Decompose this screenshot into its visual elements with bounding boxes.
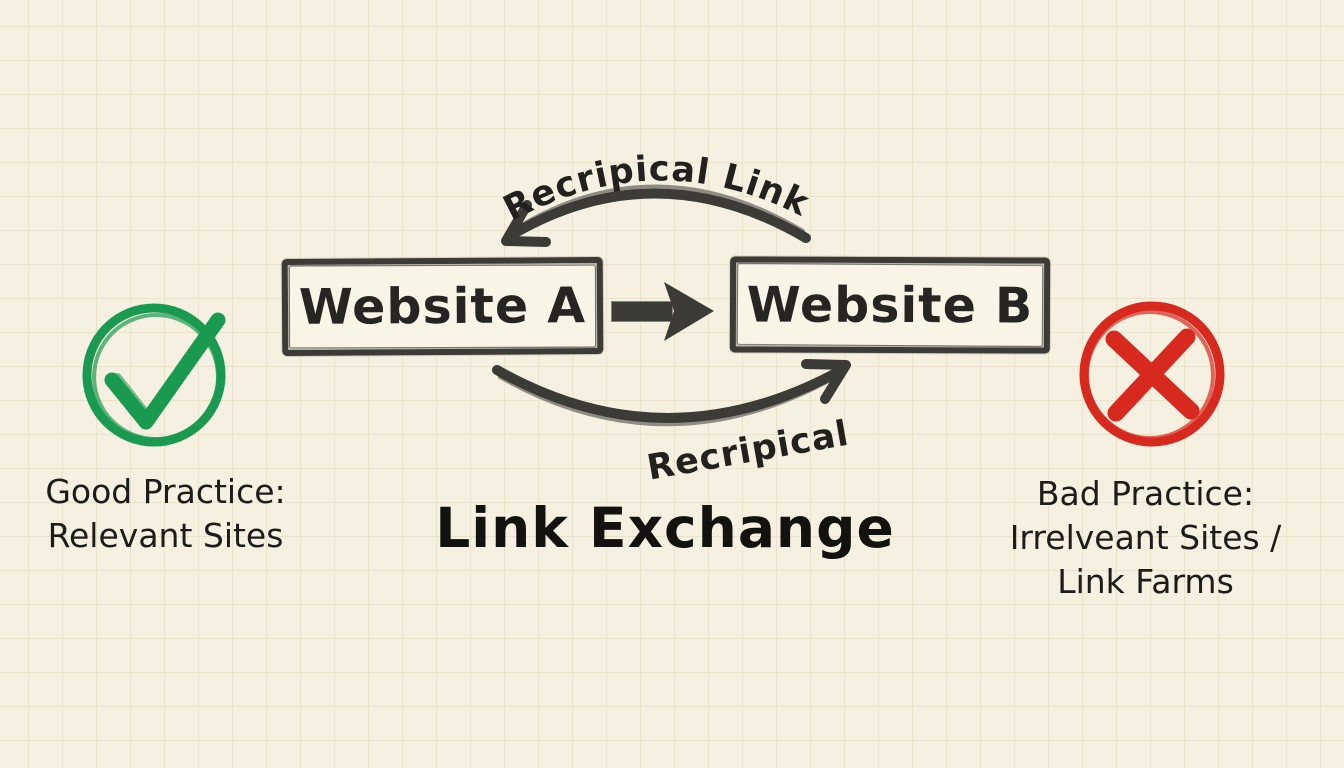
good-practice-line2: Relevant Sites [47,515,284,555]
bad-practice-line1: Bad Practice: [1036,474,1255,513]
top-reciprocal-arrow [501,184,811,247]
top-arrowhead-icon [501,200,551,247]
bad-practice-caption: Bad Practice: Irrelveant Sites / Link Fa… [978,472,1313,604]
website-a-box: Website A [281,257,604,356]
bad-practice-line3: Link Farms [1057,561,1234,601]
right-arrow-icon [611,282,714,341]
bottom-arrowhead-icon [801,359,851,404]
top-arrow-label: Recripical Link [497,149,815,229]
website-b-label: Website B [746,275,1034,335]
diagram-title: Link Exchange [435,496,895,560]
bottom-arrow-label: Recripical [644,414,852,489]
website-b-box: Website B [729,256,1051,354]
check-circle-icon [82,303,226,447]
website-a-label: Website A [298,277,587,336]
x-circle-icon [1079,301,1225,447]
good-practice-line1: Good Practice: [45,472,286,511]
bottom-reciprocal-arrow [492,359,851,427]
bad-practice-line2: Irrelveant Sites / [1009,517,1282,557]
good-practice-caption: Good Practice: Relevant Sites [18,470,313,558]
